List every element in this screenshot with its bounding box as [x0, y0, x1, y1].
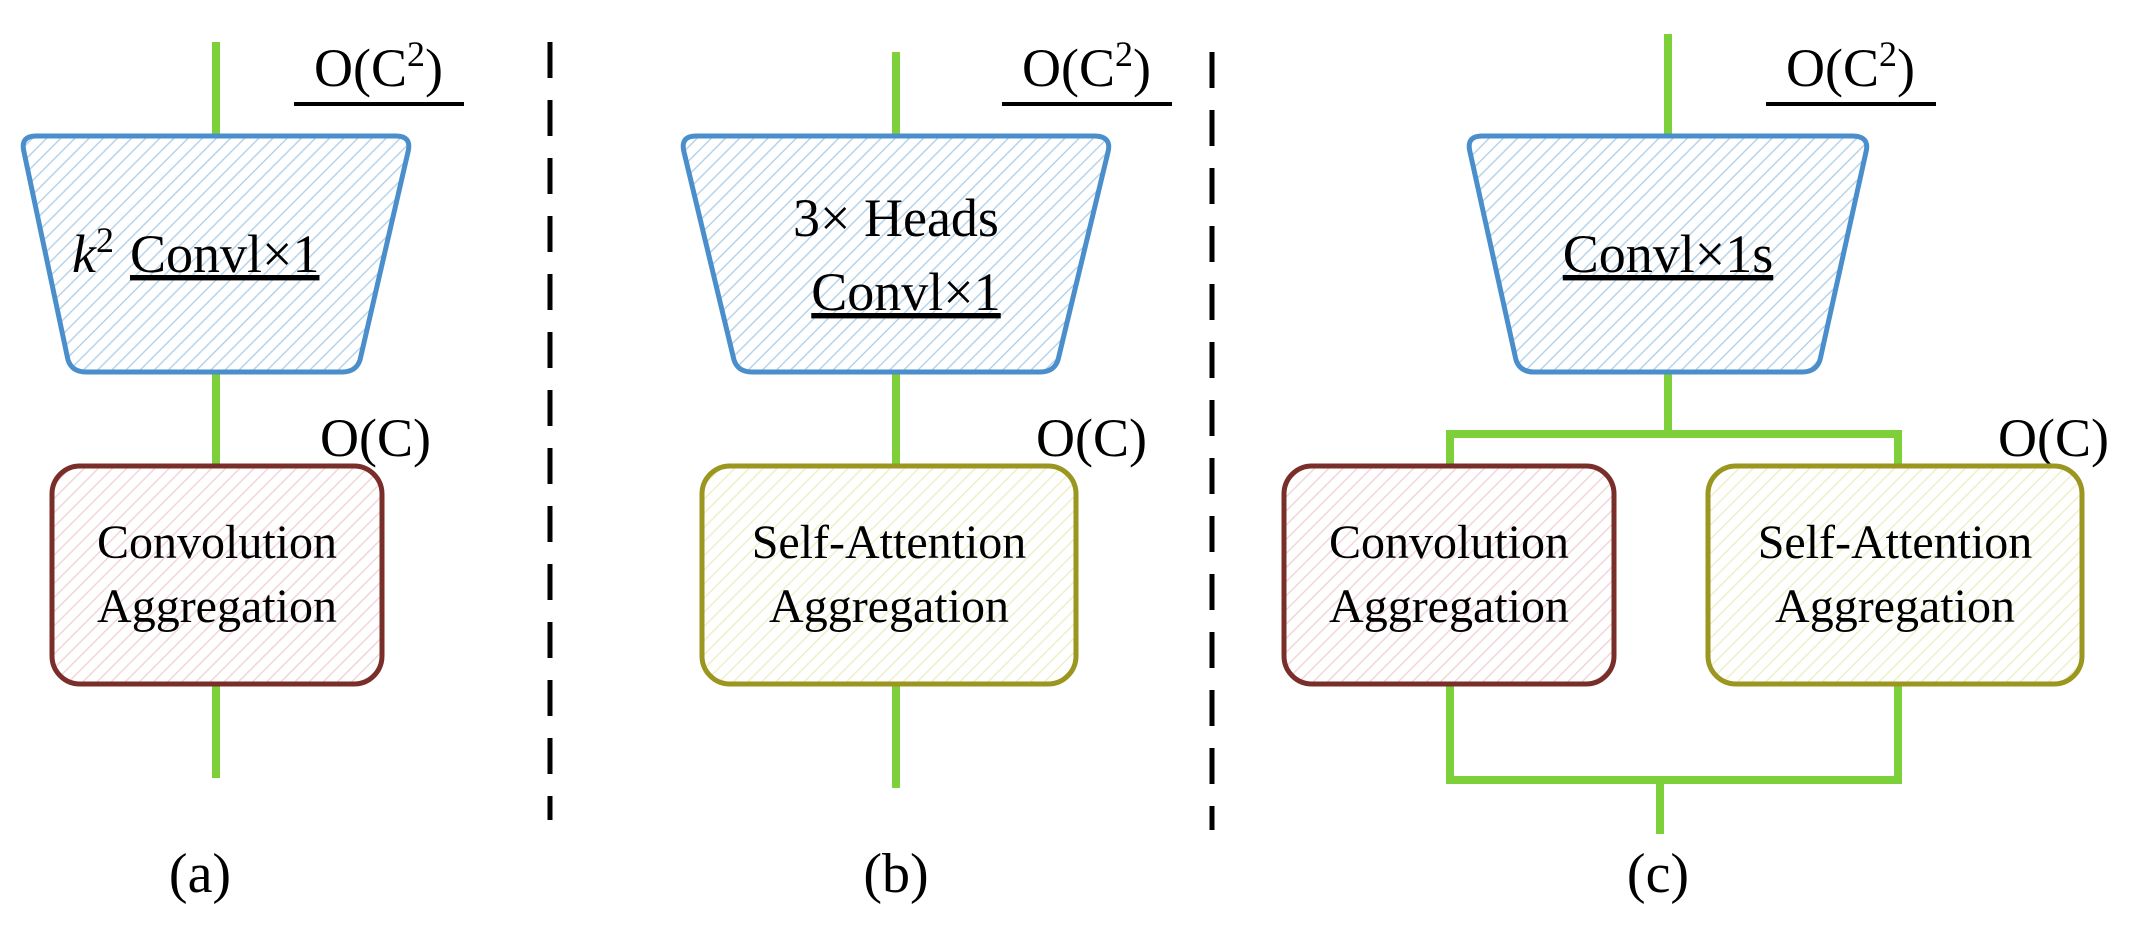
panel-c-conv1x1s-trapezoid	[1466, 133, 1870, 375]
panel-a-convolution-box	[49, 463, 385, 687]
panel-c-caption: (c)	[1627, 843, 1689, 905]
panel-c-attn-box-line1: Self-Attention	[1758, 516, 2033, 569]
panel-c-trapezoid-label: Convl×1s	[1563, 224, 1774, 284]
panel-b-caption: (b)	[863, 843, 928, 905]
panel-b-box-line2: Aggregation	[769, 580, 1009, 633]
panel-a-caption: (a)	[169, 843, 231, 905]
panel-a-conv1x1-trapezoid	[20, 133, 412, 375]
panel-b: O(C2) 3× Heads Convl×1 O(C) Self-Attenti…	[680, 34, 1172, 905]
panel-a-box-line2: Aggregation	[97, 580, 337, 633]
panel-a-box-line1: Convolution	[97, 516, 337, 569]
panel-b-complexity-mid: O(C)	[1036, 408, 1147, 468]
panel-a-complexity-mid: O(C)	[320, 408, 431, 468]
panel-b-complexity-top: O(C2)	[1022, 34, 1151, 98]
panel-c-attn-box-line2: Aggregation	[1775, 580, 2015, 633]
panel-c-complexity-mid: O(C)	[1998, 408, 2109, 468]
panel-c: O(C2) Convl×1s O(C) Convolution Aggregat…	[1281, 34, 2109, 905]
panel-b-self-attention-box	[699, 463, 1079, 687]
panel-c-split-branches	[1446, 430, 1902, 466]
panel-c-conv-box-line1: Convolution	[1329, 516, 1569, 569]
panel-c-conv-box-line2: Aggregation	[1329, 580, 1569, 633]
panel-b-trapezoid-line1: 3× Heads	[793, 188, 999, 248]
panel-b-heads-conv1x1-trapezoid	[680, 133, 1112, 375]
panel-a-complexity-top: O(C2)	[314, 34, 443, 98]
panel-c-convolution-box	[1281, 463, 1617, 687]
panel-b-trapezoid-line2: Convl×1	[811, 262, 1000, 322]
panel-c-self-attention-box	[1705, 463, 2085, 687]
panel-c-complexity-top: O(C2)	[1786, 34, 1915, 98]
panel-c-merge-branches	[1446, 684, 1902, 784]
panel-b-box-line1: Self-Attention	[752, 516, 1027, 569]
